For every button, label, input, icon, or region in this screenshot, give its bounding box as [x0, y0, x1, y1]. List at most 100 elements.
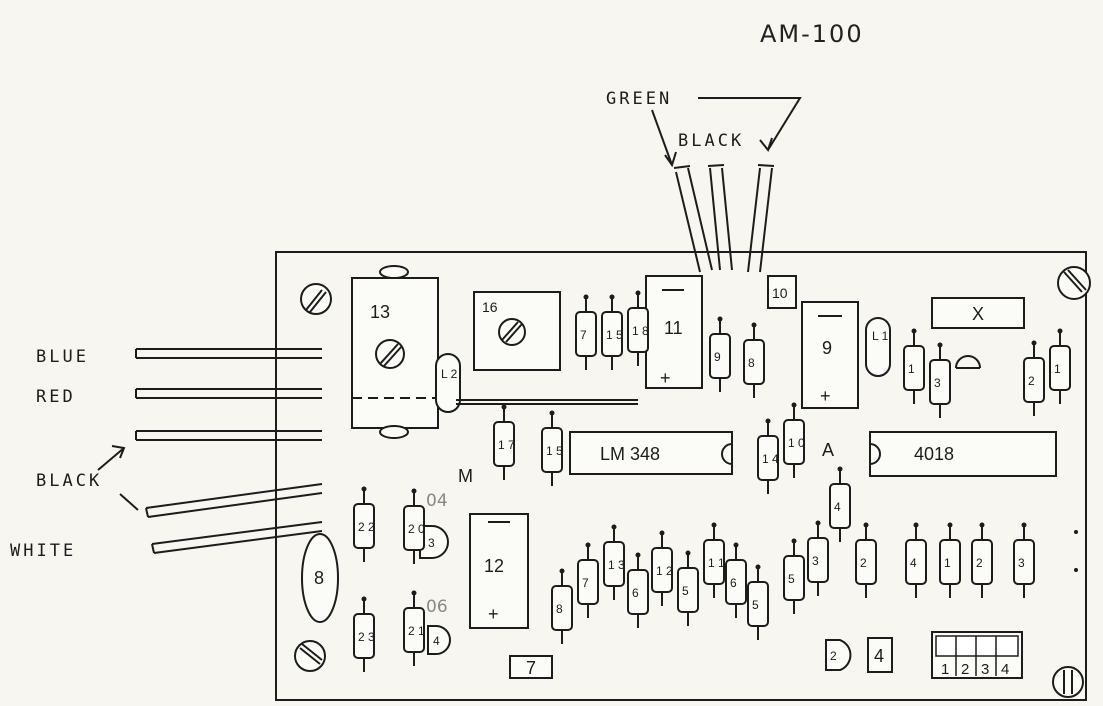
resistor-pad: [751, 322, 757, 328]
resistor-pad: [911, 328, 917, 334]
ic-11-label: 11: [664, 318, 683, 338]
resistor-pad: [585, 542, 591, 548]
resistor-pad: [583, 294, 589, 300]
resistor-label: 1 1: [708, 556, 725, 570]
resistor-label: 1: [908, 362, 915, 376]
resistor-label: 9: [714, 350, 721, 364]
resistor-pad: [979, 522, 985, 528]
resistor-r5b: 5: [747, 564, 769, 640]
resistor-body: [577, 559, 599, 605]
screw-icons: [294, 266, 1091, 698]
resistor-label: 5: [752, 598, 759, 612]
resistor-label: 2: [976, 556, 983, 570]
resistor-pad: [411, 488, 417, 494]
resistor-pad: [947, 522, 953, 528]
resistor-label: 2 2: [358, 520, 375, 534]
jumper-wire: [456, 399, 638, 405]
label-white: WHITE: [10, 541, 76, 561]
resistor-label: 2 1: [408, 624, 425, 638]
resistor-r23: 2 3: [353, 596, 375, 672]
resistor-pad: [791, 538, 797, 544]
green-arrow-right: [698, 97, 802, 151]
resistor-r3a: 3: [929, 342, 951, 418]
resistor-label: 1 7: [498, 438, 515, 452]
diagram-title: AM-100: [760, 20, 864, 48]
resistor-pad: [1031, 340, 1037, 346]
ic-lm348-label: LM 348: [600, 444, 660, 464]
resistor-body: [1049, 345, 1071, 391]
resistor-r10: 1 0: [783, 402, 805, 478]
resistor-body: [939, 539, 961, 585]
resistor-body: [725, 559, 747, 605]
resistor-pad: [549, 410, 555, 416]
dip-switch-1: 1: [941, 661, 949, 678]
resistor-label: 3: [1018, 556, 1025, 570]
resistor-body: [627, 569, 649, 615]
ic-9-plus: +: [820, 386, 831, 406]
resistor-r21: 2 1: [403, 590, 425, 666]
resistor-pad: [863, 522, 869, 528]
cap-2: [825, 639, 852, 671]
resistor-r17: 1 7: [493, 404, 515, 480]
label-black-top: BLACK: [678, 131, 744, 151]
cap-3-label: 3: [428, 536, 435, 550]
resistor-label: 1 3: [608, 558, 625, 572]
resistor-body: [493, 421, 515, 467]
resistor-body: [855, 539, 877, 585]
resistor-body: [703, 539, 725, 585]
resistor-body: [807, 537, 829, 583]
resistor-label: 4: [910, 556, 917, 570]
pencil-mark-06: 06: [426, 597, 448, 617]
resistor-body: [747, 581, 769, 627]
resistor-pad: [659, 530, 665, 536]
resistor-r14: 1 4: [757, 418, 779, 494]
resistor-r6a: 6: [627, 552, 649, 628]
resistor-body: [709, 333, 731, 379]
resistor-body: [905, 539, 927, 585]
component-8: [301, 533, 339, 623]
label-red: RED: [36, 387, 76, 407]
resistor-label: 1 4: [762, 452, 779, 466]
resistor-body: [575, 311, 597, 357]
component-13-cap-top: [379, 265, 409, 279]
resistor-label: 6: [730, 576, 737, 590]
trimmer-16-slot: [501, 321, 523, 343]
resistor-body: [403, 505, 425, 551]
resistor-label: 1 5: [606, 328, 623, 342]
resistor-label: 2 0: [408, 522, 425, 536]
resistor-pad: [609, 294, 615, 300]
green-arrow-left: [651, 109, 673, 166]
label-blue: BLUE: [36, 347, 89, 367]
resistor-pad: [755, 564, 761, 570]
resistor-label: 2: [1028, 374, 1035, 388]
resistor-body: [783, 419, 805, 465]
resistor-r1c: 1: [939, 522, 961, 598]
ic-12-label: 12: [484, 556, 504, 576]
resistor-label: 7: [582, 576, 589, 590]
resistor-r13: 1 3: [603, 524, 625, 600]
resistor-pad: [765, 418, 771, 424]
resistor-body: [1013, 539, 1035, 585]
resistor-r2b: 2: [855, 522, 877, 598]
resistor-label: 1: [1054, 362, 1061, 376]
resistor-pad: [1021, 522, 1027, 528]
cap-4: [427, 625, 451, 655]
dip-switch-3: 3: [981, 661, 989, 678]
dip-switch: 1 2 3 4: [931, 631, 1023, 679]
component-10: [767, 275, 797, 309]
resistor-r1a: 1: [903, 328, 925, 404]
resistor-pad: [411, 590, 417, 596]
resistor-pad: [837, 466, 843, 472]
resistor-pad: [733, 542, 739, 548]
component-13-slot: [379, 343, 403, 367]
inductor-l2-label: L 2: [441, 367, 458, 381]
resistor-pad: [361, 486, 367, 492]
resistor-r4b: 4: [905, 522, 927, 598]
ic-12-plus: +: [488, 604, 499, 624]
resistor-r7a: 7: [575, 294, 597, 370]
resistor-r20: 2 0: [403, 488, 425, 564]
resistor-r15a: 1 5: [601, 294, 623, 370]
resistor-body: [541, 427, 563, 473]
resistor-pad: [611, 524, 617, 530]
